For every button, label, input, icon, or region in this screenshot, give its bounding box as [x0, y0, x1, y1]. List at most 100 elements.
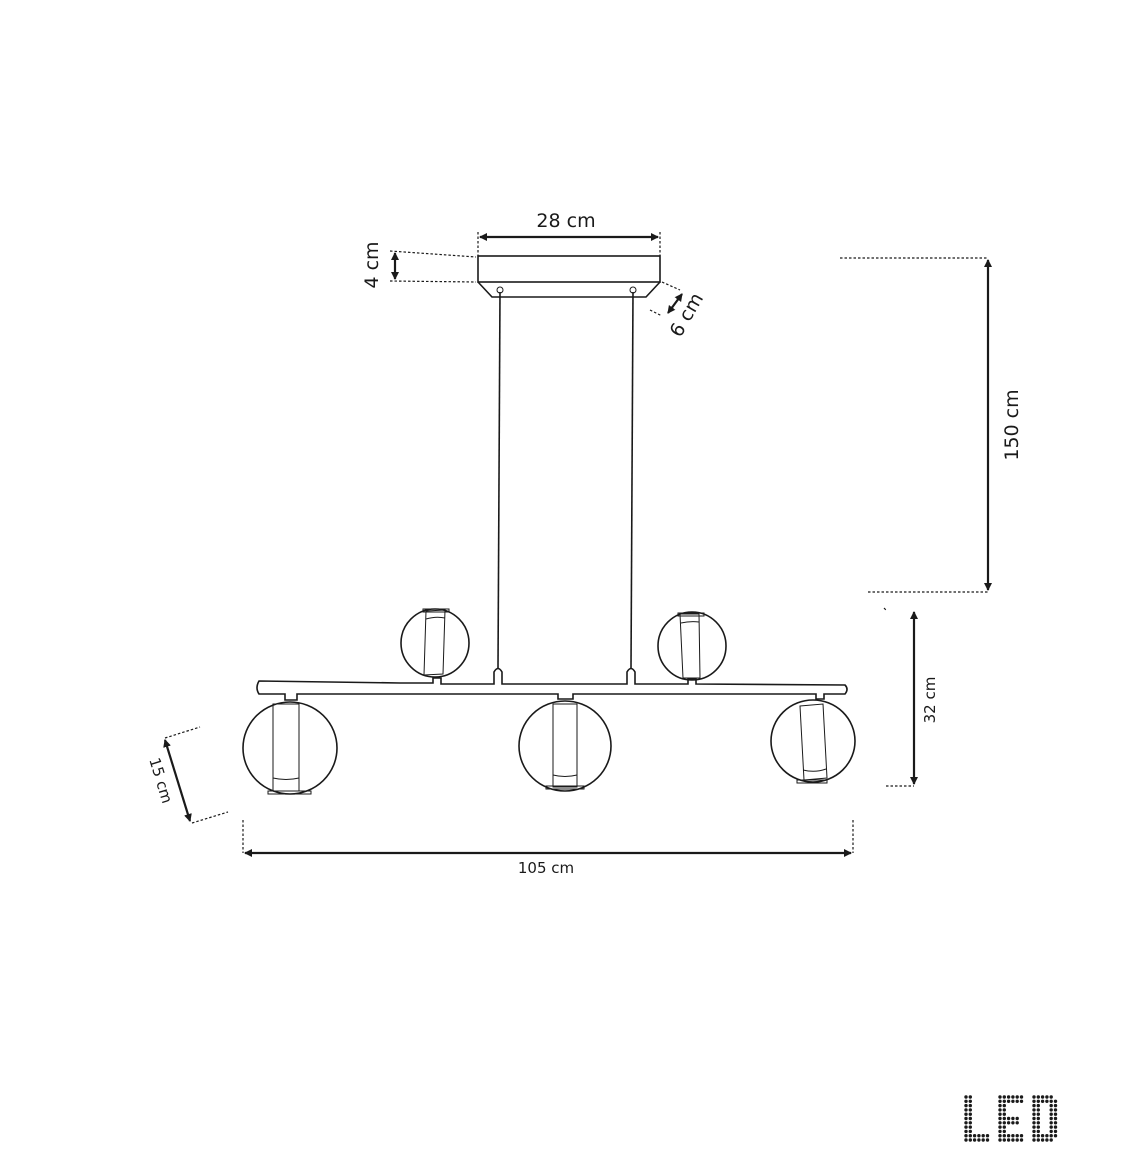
label-suspension-height: 150 cm	[1001, 389, 1023, 460]
led-logo-dot	[998, 1108, 1002, 1112]
fixture-bar	[256, 667, 848, 701]
led-logo-dot	[968, 1116, 972, 1121]
led-logo-dot	[1036, 1138, 1041, 1142]
led-logo-dot	[1002, 1103, 1006, 1108]
led-logo-dot	[1015, 1095, 1019, 1099]
led-logo-dot	[1049, 1112, 1053, 1116]
led-logo-dot	[1053, 1125, 1058, 1129]
led-logo-dot	[1032, 1129, 1036, 1134]
led-logo-dot	[1011, 1099, 1015, 1104]
led-logo-dot	[1049, 1134, 1053, 1138]
led-logo-dot	[1032, 1125, 1036, 1129]
led-logo-dot	[968, 1121, 972, 1125]
dimension-canopy-depth: 6 cm	[649, 281, 708, 341]
led-logo-dot	[968, 1108, 972, 1112]
led-logo-dot	[1015, 1134, 1019, 1138]
led-logo-dot	[1015, 1138, 1019, 1142]
led-logo-dot	[1011, 1095, 1015, 1099]
led-logo-dot	[1053, 1116, 1058, 1121]
led-logo-dot	[964, 1125, 968, 1129]
led-logo-dot	[972, 1138, 977, 1142]
label-fixture-height: 32 cm	[921, 677, 939, 724]
led-logo-dot	[1011, 1138, 1015, 1142]
led-logo-dot	[998, 1138, 1002, 1142]
led-logo-dot	[964, 1099, 968, 1104]
led-logo-dot	[1002, 1134, 1006, 1138]
led-logo-dot	[1045, 1095, 1049, 1099]
led-logo-dot	[1002, 1112, 1006, 1116]
led-logo-dot	[1032, 1095, 1036, 1099]
led-logo-dot	[1053, 1108, 1058, 1112]
globe-small-left	[400, 608, 470, 678]
led-logo-dot	[964, 1121, 968, 1125]
led-logo-dot	[968, 1099, 972, 1104]
led-logo-dot	[1019, 1099, 1024, 1104]
led-logo-dot	[1019, 1138, 1024, 1142]
led-logo-dot	[972, 1134, 977, 1138]
led-logo-dot	[1045, 1134, 1049, 1138]
led-logo-dot	[1015, 1116, 1019, 1121]
led-logo-dot	[1053, 1134, 1058, 1138]
led-logo-dot	[968, 1103, 972, 1108]
led-logo-dot	[985, 1138, 990, 1142]
led-logo-dot	[1032, 1103, 1036, 1108]
led-logo-dot	[998, 1103, 1002, 1108]
led-logo-dot	[1036, 1103, 1041, 1108]
led-logo-dot	[968, 1134, 972, 1138]
led-logo-dot	[1040, 1099, 1045, 1104]
led-logo-dot	[998, 1134, 1002, 1138]
led-logo-dot	[1011, 1116, 1015, 1121]
led-logo-dot	[977, 1134, 981, 1138]
led-logo-dot	[1032, 1121, 1036, 1125]
led-logo-dot	[998, 1125, 1002, 1129]
dimension-fixture-height: 32 cm	[883, 607, 939, 787]
dimension-globe-diameter: 15 cm	[145, 726, 229, 824]
led-logo-dot	[964, 1103, 968, 1108]
led-logo-dot	[1006, 1134, 1011, 1138]
led-logo-dot	[1049, 1129, 1053, 1134]
led-logo-dot	[981, 1138, 985, 1142]
led-logo-dot	[1015, 1099, 1019, 1104]
led-logo-dot	[998, 1095, 1002, 1099]
label-total-width: 105 cm	[518, 859, 574, 877]
led-logo-dot	[1002, 1138, 1006, 1142]
led-logo-dot	[1040, 1134, 1045, 1138]
led-logo	[964, 1095, 1058, 1142]
led-logo-dot	[1002, 1099, 1006, 1104]
led-logo-dot	[1002, 1121, 1006, 1125]
led-logo-dot	[1032, 1138, 1036, 1142]
led-logo-dot	[1040, 1138, 1045, 1142]
led-logo-dot	[968, 1138, 972, 1142]
led-logo-dot	[964, 1095, 968, 1099]
led-logo-dot	[1049, 1095, 1053, 1099]
led-logo-dot	[1019, 1095, 1024, 1099]
led-logo-dot	[1036, 1108, 1041, 1112]
led-logo-dot	[1032, 1108, 1036, 1112]
led-logo-dot	[964, 1129, 968, 1134]
label-canopy-height: 4 cm	[361, 241, 383, 288]
led-logo-dot	[1002, 1125, 1006, 1129]
led-logo-dot	[1036, 1125, 1041, 1129]
led-logo-dot	[968, 1112, 972, 1116]
led-logo-dot	[964, 1138, 968, 1142]
globe-shades	[242, 608, 856, 795]
led-logo-dot	[1049, 1099, 1053, 1104]
led-logo-dot	[1053, 1099, 1058, 1104]
led-logo-dot	[1049, 1125, 1053, 1129]
dimension-suspension-height: 150 cm	[840, 257, 1023, 593]
led-logo-dot	[1053, 1121, 1058, 1125]
led-logo-dot	[968, 1095, 972, 1099]
led-logo-dot	[1045, 1138, 1049, 1142]
dimension-canopy-height: 4 cm	[361, 241, 477, 289]
led-logo-dot	[985, 1134, 990, 1138]
led-logo-dot	[1049, 1116, 1053, 1121]
led-logo-dot	[1006, 1121, 1011, 1125]
led-logo-dot	[1019, 1134, 1024, 1138]
globe-large-right	[770, 699, 856, 784]
led-logo-dot	[998, 1112, 1002, 1116]
led-logo-dot	[1002, 1108, 1006, 1112]
led-logo-dot	[1011, 1121, 1015, 1125]
dimension-total-width: 105 cm	[242, 820, 854, 877]
led-logo-dot	[964, 1112, 968, 1116]
